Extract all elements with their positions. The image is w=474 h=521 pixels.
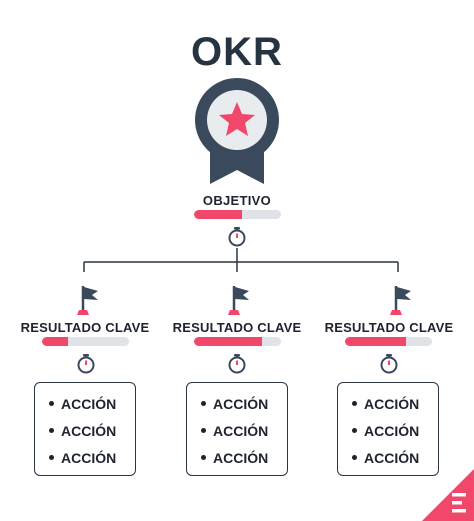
action-label: ACCIÓN (213, 423, 269, 439)
bullet-icon (49, 454, 54, 460)
objective-progress-bar (194, 210, 281, 219)
action-item: ACCIÓN (49, 449, 135, 476)
key-result-progress-fill (345, 337, 406, 346)
action-label: ACCIÓN (364, 396, 420, 412)
flag-icon (77, 286, 98, 315)
action-item: ACCIÓN (49, 395, 135, 422)
action-label: ACCIÓN (364, 423, 420, 439)
action-label: ACCIÓN (61, 396, 117, 412)
key-result-label: RESULTADO CLAVE (324, 320, 454, 335)
action-item: ACCIÓN (49, 422, 135, 449)
action-item: ACCIÓN (352, 395, 438, 422)
action-item: ACCIÓN (201, 395, 287, 422)
key-result-progress-fill (42, 337, 69, 346)
stopwatch-icon (228, 227, 246, 247)
actions-box: ACCIÓN ACCIÓN ACCIÓN (186, 382, 288, 476)
action-label: ACCIÓN (213, 396, 269, 412)
key-result-label: RESULTADO CLAVE (20, 320, 150, 335)
objective-progress-fill (194, 210, 242, 219)
objective-label: OBJETIVO (202, 193, 272, 208)
action-item: ACCIÓN (352, 422, 438, 449)
bullet-icon (201, 427, 206, 433)
bullet-icon (201, 400, 206, 406)
stopwatch-icon (380, 354, 398, 374)
actions-box: ACCIÓN ACCIÓN ACCIÓN (34, 382, 136, 476)
stopwatch-icon (228, 354, 246, 374)
flag-icon (228, 286, 249, 315)
brand-logo-icon (452, 493, 466, 513)
key-result-label: RESULTADO CLAVE (172, 320, 302, 335)
action-label: ACCIÓN (364, 450, 420, 466)
key-result-progress-bar (194, 337, 281, 346)
actions-box: ACCIÓN ACCIÓN ACCIÓN (337, 382, 439, 476)
bullet-icon (352, 427, 357, 433)
stopwatch-icon (77, 354, 95, 374)
action-item: ACCIÓN (352, 449, 438, 476)
action-label: ACCIÓN (61, 423, 117, 439)
bullet-icon (352, 454, 357, 460)
bullet-icon (352, 400, 357, 406)
flag-icon (390, 286, 411, 315)
action-label: ACCIÓN (61, 450, 117, 466)
page-title: OKR (191, 30, 283, 74)
action-item: ACCIÓN (201, 449, 287, 476)
bullet-icon (201, 454, 206, 460)
action-item: ACCIÓN (201, 422, 287, 449)
key-result-progress-bar (345, 337, 432, 346)
action-label: ACCIÓN (213, 450, 269, 466)
medal-star-icon (195, 78, 279, 184)
key-result-progress-bar (42, 337, 129, 346)
bullet-icon (49, 400, 54, 406)
key-result-progress-fill (194, 337, 262, 346)
bullet-icon (49, 427, 54, 433)
